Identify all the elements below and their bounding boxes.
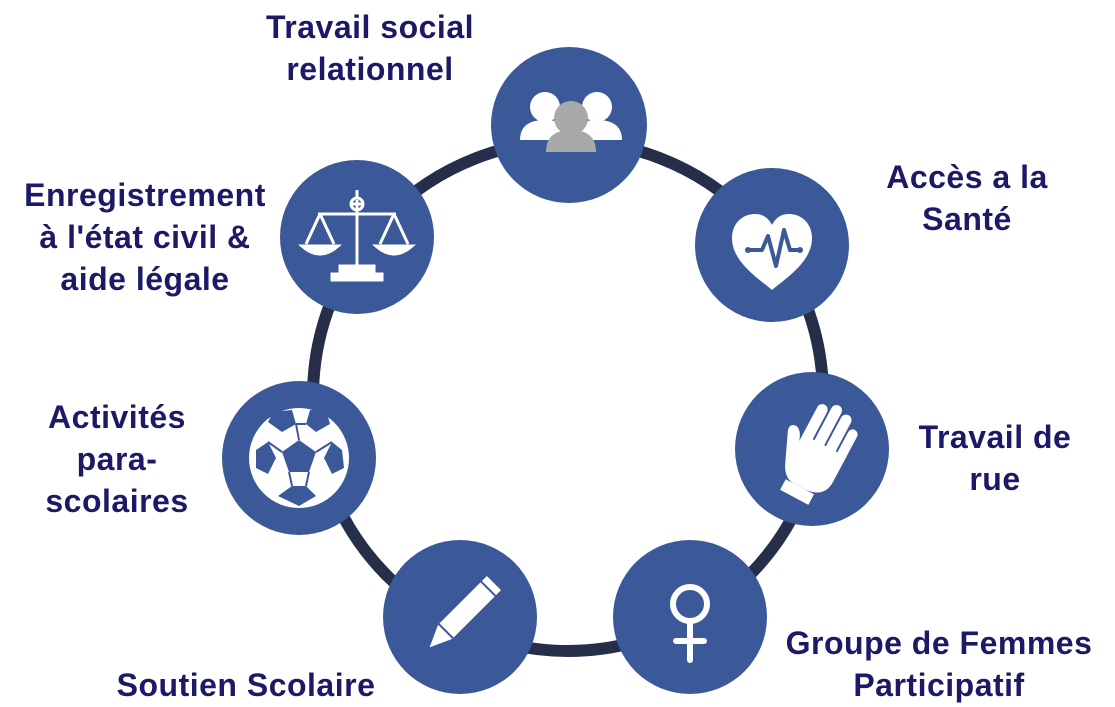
label-line: Travail social <box>265 9 474 45</box>
node-groupe-femmes <box>613 540 767 694</box>
label-line: Travail de <box>918 419 1072 455</box>
node-travail-rue <box>735 372 889 526</box>
label-soutien-scolaire: Soutien Scolaire <box>96 664 396 706</box>
label-line: Participatif <box>853 667 1025 703</box>
label-line: para- <box>76 441 158 477</box>
label-etat-civil: Enregistrement à l'état civil & aide lég… <box>4 174 286 300</box>
node-soutien-scolaire <box>383 540 537 694</box>
label-travail-rue: Travail de rue <box>895 416 1095 500</box>
label-line: Enregistrement <box>24 177 266 213</box>
soccer-ball-icon <box>249 408 349 508</box>
label-line: Activités <box>48 399 186 435</box>
label-line: aide légale <box>60 261 230 297</box>
node-circle <box>613 540 767 694</box>
label-line: scolaires <box>45 483 189 519</box>
people-icon <box>520 92 622 152</box>
label-line: Soutien Scolaire <box>116 667 376 703</box>
label-travail-social: Travail social relationnel <box>240 6 500 90</box>
node-acces-sante <box>695 168 849 322</box>
heart-pulse-icon <box>732 214 812 290</box>
female-symbol-icon <box>670 584 710 663</box>
label-line: relationnel <box>286 51 454 87</box>
pencil-icon <box>429 575 502 648</box>
hand-icon <box>780 404 858 505</box>
label-line: Accès a la <box>886 159 1048 195</box>
node-activites <box>222 381 376 535</box>
label-groupe-femmes: Groupe de Femmes Participatif <box>766 622 1112 706</box>
label-activites: Activités para- scolaires <box>22 396 212 522</box>
label-line: Groupe de Femmes <box>785 625 1093 661</box>
label-line: à l'état civil & <box>39 219 251 255</box>
label-line: Santé <box>922 201 1012 237</box>
node-travail-social <box>491 47 647 203</box>
label-acces-sante: Accès a la Santé <box>862 156 1072 240</box>
label-line: rue <box>969 461 1021 497</box>
scales-icon <box>298 190 416 282</box>
node-etat-civil <box>280 160 434 314</box>
